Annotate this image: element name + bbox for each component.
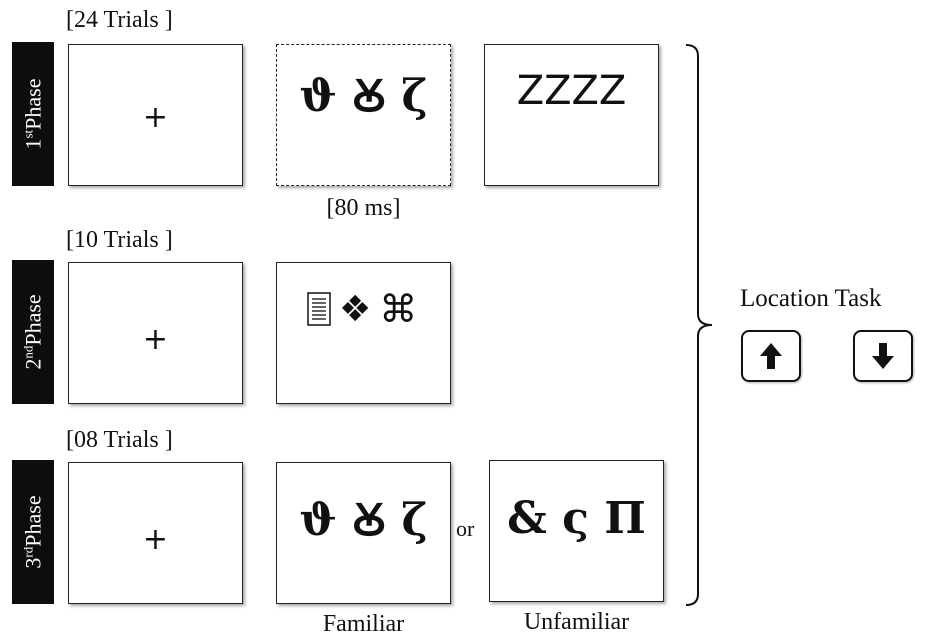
familiar-label: Familiar (322, 611, 405, 637)
unfamiliar-label: Unfamiliar (523, 609, 630, 635)
mask-text: ZZZZ (516, 68, 627, 114)
phase-2-fixation-screen: + (68, 262, 243, 404)
unfamiliar-symbols: & ς Π (507, 493, 646, 544)
phase-3-fixation-screen: + (68, 462, 243, 604)
fixation-cross: + (142, 522, 169, 557)
prime-symbols: ϑ Ꙋ ζ (299, 71, 428, 122)
down-arrow-key (853, 330, 913, 382)
prime-duration-label: [80 ms] (326, 195, 401, 221)
phase-2-trial-count: [10 Trials ] (66, 227, 173, 253)
fixation-cross: + (142, 100, 169, 135)
phase-2-tab: 2ndPhase (12, 260, 54, 404)
familiar-symbols: ϑ Ꙋ ζ (299, 495, 428, 546)
arrow-down-icon (872, 343, 894, 369)
phase-1-fixation-screen: + (68, 44, 243, 186)
phase-3-trial-count: [08 Trials ] (66, 427, 173, 453)
phase-1-prime-screen: ϑ Ꙋ ζ (276, 44, 451, 186)
arrow-up-icon (760, 343, 782, 369)
four-diamonds-symbol: ❖ (339, 288, 372, 330)
phase-3-tab: 3rdPhase (12, 460, 54, 604)
document-lines-icon (307, 292, 331, 326)
command-symbol: ⌘ (379, 287, 418, 331)
up-arrow-key (741, 330, 801, 382)
or-label: or (456, 516, 475, 541)
unfamiliar-target-screen: & ς Π (489, 460, 664, 602)
location-task-label: Location Task (740, 285, 882, 312)
phase-1-tab: 1stPhase (12, 42, 54, 186)
phase-2-symbols: ❖ ⌘ (307, 287, 417, 331)
phase-2-prime-screen: ❖ ⌘ (276, 262, 451, 404)
fixation-cross: + (142, 322, 169, 357)
phase-1-trial-count: [24 Trials ] (66, 7, 173, 33)
phase-1-mask-screen: ZZZZ (484, 44, 659, 186)
phase-grouping-brace (685, 44, 713, 606)
familiar-target-screen: ϑ Ꙋ ζ (276, 462, 451, 604)
